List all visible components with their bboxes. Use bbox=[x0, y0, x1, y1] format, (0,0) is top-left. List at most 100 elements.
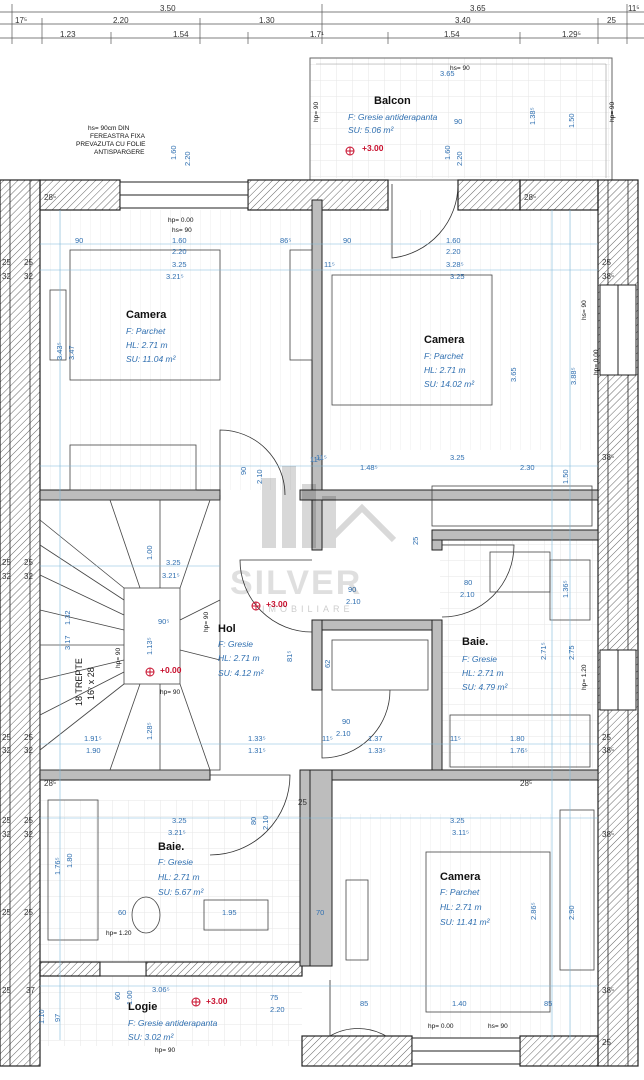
dim-top-365: 3.65 bbox=[470, 4, 486, 13]
svg-text:SU: 11.04 m²: SU: 11.04 m² bbox=[126, 354, 177, 364]
svg-text:2.20: 2.20 bbox=[183, 151, 192, 166]
dim-top-340: 3.40 bbox=[455, 16, 471, 25]
svg-text:3.47: 3.47 bbox=[67, 345, 76, 360]
svg-text:2.10: 2.10 bbox=[460, 590, 475, 599]
silver-watermark: SILVER IMOBILIARE bbox=[230, 466, 397, 614]
svg-text:Logie: Logie bbox=[128, 1001, 157, 1013]
svg-text:11⁵: 11⁵ bbox=[310, 455, 321, 464]
svg-text:hp= 1.20: hp= 1.20 bbox=[106, 930, 132, 937]
svg-text:hs= 90: hs= 90 bbox=[172, 227, 192, 234]
svg-text:3.28⁵: 3.28⁵ bbox=[446, 260, 464, 269]
interior-dimension-values: 90 1.60 86⁵ 90 1.60 2.20 2.20 3.25 3.28⁵… bbox=[75, 69, 552, 1014]
svg-text:F: Gresie antiderapanta: F: Gresie antiderapanta bbox=[128, 1018, 218, 1028]
svg-text:25: 25 bbox=[411, 537, 420, 545]
svg-text:70: 70 bbox=[316, 908, 324, 917]
svg-text:1.36⁵: 1.36⁵ bbox=[561, 580, 570, 598]
svg-text:38⁵: 38⁵ bbox=[602, 830, 614, 839]
svg-text:F: Parchet: F: Parchet bbox=[440, 887, 480, 897]
exterior-walls bbox=[0, 179, 639, 1067]
svg-text:3.25: 3.25 bbox=[172, 816, 187, 825]
watermark-brand: SILVER bbox=[230, 564, 362, 602]
svg-text:3.25: 3.25 bbox=[450, 816, 465, 825]
svg-text:hp= 90: hp= 90 bbox=[155, 1047, 175, 1054]
svg-text:Hol: Hol bbox=[218, 623, 236, 635]
svg-text:1.60: 1.60 bbox=[169, 145, 178, 160]
top-dimension-text: 3.50 3.65 11⁵ 17⁵ 2.20 1.30 3.40 25 1.23… bbox=[15, 4, 640, 39]
svg-text:3.65: 3.65 bbox=[440, 69, 455, 78]
svg-text:1.31⁵: 1.31⁵ bbox=[248, 746, 266, 755]
room-camera-3: Camera F: Parchet HL: 2.71 m SU: 11.41 m… bbox=[440, 871, 491, 927]
svg-text:25: 25 bbox=[24, 258, 33, 267]
stair-note: 18 TREPTE 16⁷ x 28 bbox=[74, 658, 96, 706]
svg-text:75: 75 bbox=[270, 993, 278, 1002]
dim-top-175: 17⁵ bbox=[15, 16, 27, 25]
svg-text:38⁵: 38⁵ bbox=[602, 986, 614, 995]
room-hol: Hol F: Gresie HL: 2.71 m SU: 4.12 m² bbox=[218, 623, 265, 678]
dim-top-129: 1.29⁵ bbox=[562, 30, 581, 39]
svg-text:hp= 90: hp= 90 bbox=[203, 612, 210, 632]
svg-text:hs= 90: hs= 90 bbox=[450, 65, 470, 72]
svg-text:1.33⁵: 1.33⁵ bbox=[248, 734, 266, 743]
silver-logo-icon bbox=[262, 466, 397, 548]
svg-text:25: 25 bbox=[2, 258, 11, 267]
room-camera-1: Camera F: Parchet HL: 2.71 m SU: 11.04 m… bbox=[126, 309, 177, 364]
svg-text:11⁵: 11⁵ bbox=[450, 734, 461, 743]
svg-text:62: 62 bbox=[323, 660, 332, 668]
svg-text:11⁵: 11⁵ bbox=[316, 453, 327, 462]
svg-text:32: 32 bbox=[24, 746, 33, 755]
svg-text:1.80: 1.80 bbox=[65, 853, 74, 868]
svg-text:25: 25 bbox=[602, 258, 611, 267]
svg-text:25: 25 bbox=[602, 733, 611, 742]
svg-text:1.50: 1.50 bbox=[567, 113, 576, 128]
svg-text:SU: 3.02 m²: SU: 3.02 m² bbox=[128, 1032, 175, 1042]
svg-text:1.13⁵: 1.13⁵ bbox=[145, 637, 154, 655]
svg-text:1.38⁵: 1.38⁵ bbox=[528, 107, 537, 125]
svg-text:80: 80 bbox=[249, 817, 258, 825]
watermark-sub: IMOBILIARE bbox=[262, 604, 354, 614]
svg-text:2.90: 2.90 bbox=[567, 905, 576, 920]
svg-text:3.21⁵: 3.21⁵ bbox=[162, 571, 180, 580]
svg-text:Camera: Camera bbox=[126, 309, 167, 321]
svg-text:2.20: 2.20 bbox=[172, 247, 187, 256]
svg-text:1.50: 1.50 bbox=[561, 469, 570, 484]
svg-text:38⁵: 38⁵ bbox=[602, 453, 614, 462]
dim-top-171: 1.7¹ bbox=[310, 30, 324, 39]
svg-text:HL: 2.71 m: HL: 2.71 m bbox=[126, 340, 168, 350]
svg-text:81⁵: 81⁵ bbox=[285, 651, 294, 662]
dim-top-220: 2.20 bbox=[113, 16, 129, 25]
svg-text:2.75: 2.75 bbox=[567, 645, 576, 660]
svg-text:90: 90 bbox=[348, 585, 356, 594]
svg-text:11⁵: 11⁵ bbox=[322, 734, 333, 743]
svg-text:1.76⁵: 1.76⁵ bbox=[53, 857, 62, 875]
svg-text:3.06⁵: 3.06⁵ bbox=[152, 985, 170, 994]
svg-text:32: 32 bbox=[2, 272, 11, 281]
window-note: hs= 90cm DIN FEREASTRA FIXA PREVAZUTA CU… bbox=[76, 125, 146, 156]
svg-text:2.20: 2.20 bbox=[446, 247, 461, 256]
svg-text:hs= 90: hs= 90 bbox=[488, 1023, 508, 1030]
svg-text:SU: 11.41 m²: SU: 11.41 m² bbox=[440, 917, 491, 927]
furniture bbox=[47, 249, 595, 1013]
hp-hs-notes: hp= 0.00 hs= 90 hs= 90 hp= 90 hp= 90 hs=… bbox=[106, 65, 616, 1054]
dim-top-154b: 1.54 bbox=[444, 30, 460, 39]
svg-text:32: 32 bbox=[24, 272, 33, 281]
svg-text:32: 32 bbox=[24, 830, 33, 839]
svg-text:3.65: 3.65 bbox=[509, 367, 518, 382]
svg-text:60: 60 bbox=[113, 992, 122, 1000]
svg-text:25: 25 bbox=[2, 816, 11, 825]
svg-text:90: 90 bbox=[454, 117, 462, 126]
svg-text:32: 32 bbox=[2, 746, 11, 755]
svg-text:1.40: 1.40 bbox=[452, 999, 467, 1008]
svg-text:SU: 4.79 m²: SU: 4.79 m² bbox=[462, 682, 509, 692]
svg-text:86⁵: 86⁵ bbox=[280, 236, 291, 245]
dim-top-130: 1.30 bbox=[259, 16, 275, 25]
svg-text:85: 85 bbox=[360, 999, 368, 1008]
svg-text:1.28⁵: 1.28⁵ bbox=[145, 722, 154, 740]
svg-text:hp= 90: hp= 90 bbox=[609, 102, 616, 122]
room-camera-2: Camera F: Parchet HL: 2.71 m SU: 14.02 m… bbox=[424, 334, 475, 389]
svg-text:SU: 4.12 m²: SU: 4.12 m² bbox=[218, 668, 265, 678]
svg-text:25: 25 bbox=[2, 558, 11, 567]
svg-text:25: 25 bbox=[24, 908, 33, 917]
svg-text:F: Gresie: F: Gresie bbox=[218, 639, 253, 649]
door-swings bbox=[209, 183, 515, 1037]
